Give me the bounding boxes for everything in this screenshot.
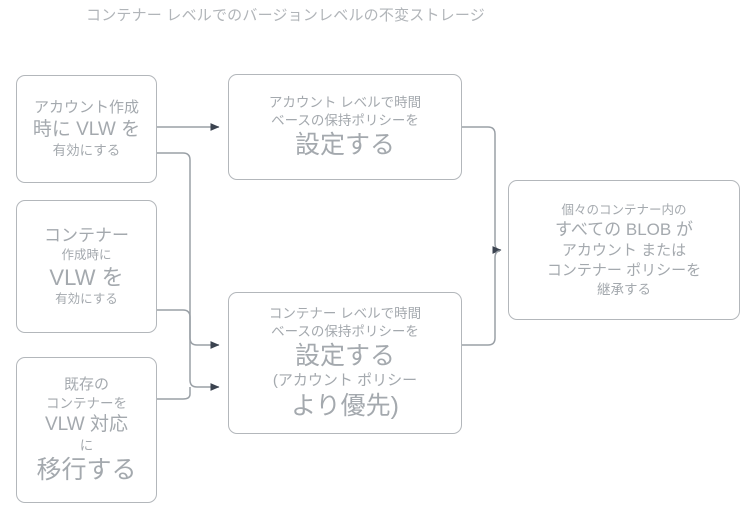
connector-account-policy-to-blob-inherit	[462, 126, 502, 254]
node-blob-inherit[interactable]: 個々のコンテナー内のすべての BLOB がアカウント またはコンテナー ポリシー…	[508, 180, 740, 320]
node-text-line: コンテナー レベルで時間	[268, 306, 422, 321]
node-text-line: ベースの保持ポリシーを	[271, 324, 419, 339]
node-text-line: 作成時に	[61, 248, 112, 262]
diagram-title: コンテナー レベルでのバージョンレベルの不変ストレージ	[86, 7, 485, 24]
node-migrate-vlw[interactable]: 既存のコンテナーを VLW 対応に移行する	[16, 357, 157, 503]
node-text-line: 移行する	[36, 456, 137, 484]
node-text-line: コンテナー	[44, 226, 129, 245]
node-text-line: 既存の	[63, 376, 109, 393]
connector-container-pol-to-blob-inherit	[462, 250, 501, 346]
node-text-line: アカウント または	[561, 241, 687, 259]
node-text-line: 時に VLW を	[32, 119, 141, 140]
node-text-line: 設定する	[294, 131, 395, 159]
node-account-policy[interactable]: アカウント レベルで時間ベースの保持ポリシーを設定する	[228, 74, 462, 180]
connector-container-vlw-to-container-pol	[157, 309, 220, 391]
node-text-line: VLW を	[49, 265, 124, 290]
connector-migrate-vlw-to-container-pol	[157, 387, 191, 400]
node-container-vlw[interactable]: コンテナー作成時に VLW を有効にする	[16, 200, 157, 333]
node-text-line: アカウント作成	[33, 99, 139, 116]
node-account-vlw[interactable]: アカウント作成時に VLW を有効にする	[16, 75, 157, 183]
node-text-line: 有効にする	[55, 292, 118, 306]
node-text-line: すべての BLOB が	[555, 219, 693, 239]
node-text-line: 設定する	[294, 342, 395, 370]
node-text-line: 個々のコンテナー内の	[561, 202, 687, 217]
node-text-line: より優先)	[291, 392, 399, 420]
node-text-line: アカウント レベルで時間	[268, 95, 422, 110]
node-container-policy[interactable]: コンテナー レベルで時間ベースの保持ポリシーを設定する (アカウント ポリシーより…	[228, 292, 462, 434]
node-text-line: コンテナーを	[46, 396, 127, 411]
node-text-line: に	[79, 438, 94, 453]
node-text-line: ベースの保持ポリシーを	[271, 113, 419, 128]
node-text-line: コンテナー ポリシーを	[546, 261, 702, 279]
node-text-line: 有効にする	[52, 143, 121, 158]
connector-account-vlw-to-container-pol	[157, 152, 220, 349]
node-text-line: VLW 対応	[44, 414, 129, 435]
node-text-line: 継承する	[597, 281, 651, 297]
node-text-line: (アカウント ポリシー	[272, 372, 418, 389]
